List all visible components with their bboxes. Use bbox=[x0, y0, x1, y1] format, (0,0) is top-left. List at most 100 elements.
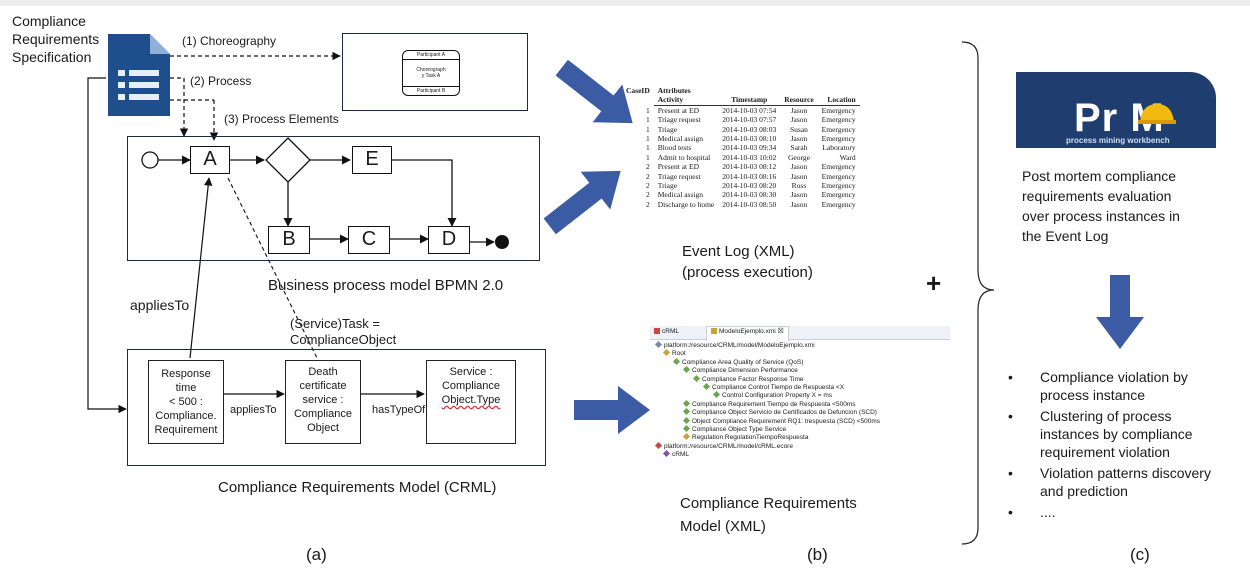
event-log-cell: Triage bbox=[657, 181, 678, 191]
xml-tree-node[interactable]: Root bbox=[650, 349, 950, 358]
hard-hat-icon bbox=[1138, 104, 1176, 124]
event-log-cell: 1 bbox=[646, 143, 650, 153]
xml-tree-node[interactable]: Compliance Factor Response Time bbox=[650, 374, 950, 384]
tree-node-label: Control Configuration Property X = ms bbox=[722, 392, 833, 400]
event-log-cell: 1 bbox=[646, 105, 650, 115]
event-log-cell: Triage request bbox=[657, 171, 701, 181]
event-log-caption: Event Log (XML) (process execution) bbox=[682, 243, 813, 281]
close-tab-icon[interactable]: ☒ bbox=[777, 328, 784, 335]
tree-node-icon bbox=[682, 408, 691, 416]
event-log-cell: Jason bbox=[790, 105, 808, 115]
crml-file-icon bbox=[654, 328, 660, 334]
location-header: Location bbox=[817, 95, 860, 106]
event-log-cell: Triage bbox=[657, 124, 678, 134]
event-log-cell: 2014-10-03 08:30 bbox=[722, 190, 777, 200]
panel-label-c: (c) bbox=[1130, 545, 1150, 564]
event-log-cell: 2014-10-03 08:10 bbox=[722, 134, 777, 144]
event-log-cell: Laboratory bbox=[822, 143, 856, 153]
event-log-cell: Sarah bbox=[790, 143, 808, 153]
event-log-cell: Discharge to home bbox=[657, 199, 715, 209]
xml-tree-node[interactable]: Regulation RegulationTiempoRespuesta bbox=[650, 433, 950, 442]
spec-title: Compliance Requirements Specification bbox=[12, 13, 100, 65]
blue-arrow-choreography-to-log bbox=[555, 59, 633, 124]
participant-a-band: Participant A bbox=[403, 51, 459, 60]
tree-node-icon bbox=[662, 349, 671, 357]
tree-node-icon bbox=[682, 416, 691, 424]
prom-logo: Pr M process mining workbench bbox=[1016, 72, 1216, 148]
tree-node-label: Object Compliance Requirement RQ1: tresp… bbox=[692, 417, 881, 425]
outcome-item: • .... bbox=[1008, 504, 1056, 520]
event-log-cell: Medical assign bbox=[657, 134, 703, 144]
tree-node-label: cRML bbox=[672, 451, 689, 459]
event-log-cell: Admit to hospital bbox=[657, 152, 711, 162]
task-c: C bbox=[348, 226, 390, 254]
xml-tree-node[interactable]: platform:/resource/CRML/model/cRML.ecore bbox=[650, 441, 950, 451]
process-arrow-label: (2) Process bbox=[190, 74, 252, 88]
task-d: D bbox=[428, 226, 470, 254]
xml-model-panel: cRML ModeloEjemplo.xmi ☒ platform:/resou… bbox=[650, 326, 950, 484]
tree-node-icon bbox=[682, 366, 691, 374]
xml-tree-node[interactable]: Compliance Area Quality of Service (QoS) bbox=[650, 357, 950, 367]
event-log-cell: 2014-10-03 07:54 bbox=[722, 105, 777, 115]
event-log-cell: Medical assign bbox=[657, 190, 703, 200]
xml-tree-node[interactable]: cRML bbox=[650, 450, 950, 459]
tree-node-label: Compliance Control Tiempo de Respuesta <… bbox=[712, 384, 845, 392]
task-a: A bbox=[190, 146, 230, 174]
applies-to-label: appliesTo bbox=[130, 297, 190, 313]
tree-node-label: platform:/resource/CRML/model/ModeloEjem… bbox=[664, 342, 815, 349]
xml-tree-node[interactable]: Compliance Control Tiempo de Respuesta <… bbox=[650, 382, 950, 392]
event-log-cell: Emergency bbox=[821, 124, 856, 134]
xml-tree-node[interactable]: Compliance Object Type Service bbox=[650, 425, 950, 434]
bpmn-end-event bbox=[495, 235, 509, 249]
event-log-cell: Susan bbox=[789, 124, 808, 134]
xml-tree-node[interactable]: Compliance Object Servicio de Certificad… bbox=[650, 408, 950, 417]
xml-tree-node[interactable]: Compliance Dimension Performance bbox=[650, 366, 950, 375]
choreography-arrow-label: (1) Choreography bbox=[182, 34, 277, 48]
plus-sign: + bbox=[926, 268, 942, 298]
compliance-object-type-box: Service :Compliance Object.Type bbox=[426, 360, 516, 444]
tree-node-icon bbox=[712, 391, 721, 399]
blue-arrow-down-prom bbox=[1096, 275, 1144, 349]
xml-model-caption: Compliance Requirements Model (XML) bbox=[680, 495, 857, 535]
event-log-cell: Jason bbox=[790, 115, 808, 125]
tree-node-icon bbox=[682, 399, 691, 407]
event-log-table: CaseID Attributes Activity Timestamp Res… bbox=[622, 86, 860, 209]
blue-arrow-crml-to-xml bbox=[574, 386, 650, 434]
tree-node-label: Compliance Requirement Tiempo de Respues… bbox=[692, 400, 856, 408]
event-log-cell: 2014-10-03 08:16 bbox=[722, 171, 777, 181]
xml-tree-node[interactable]: Compliance Requirement Tiempo de Respues… bbox=[650, 399, 950, 409]
event-log-cell: Ward bbox=[839, 152, 856, 162]
xml-tree-node[interactable]: platform:/resource/CRML/model/ModeloEjem… bbox=[650, 340, 950, 350]
tab-modeloejemplo[interactable]: ModeloEjemplo.xmi ☒ bbox=[706, 326, 789, 341]
event-log-cell: 2014-10-03 10:02 bbox=[722, 152, 777, 162]
event-log-cell: Jason bbox=[790, 190, 808, 200]
xml-tree: platform:/resource/CRML/model/ModeloEjem… bbox=[650, 340, 950, 460]
event-log-cell: 2014-10-03 08:20 bbox=[722, 181, 777, 191]
xml-tree-node[interactable]: Object Compliance Requirement RQ1: tresp… bbox=[650, 416, 950, 426]
tree-node-icon bbox=[654, 441, 663, 449]
panel-label-a: (a) bbox=[306, 545, 327, 564]
task-b: B bbox=[268, 226, 310, 254]
event-log-cell: 2014-10-03 07:57 bbox=[722, 115, 777, 125]
process-elements-arrow-label: (3) Process Elements bbox=[224, 112, 339, 126]
tab-crml[interactable]: cRML bbox=[654, 328, 679, 336]
tree-node-label: Compliance Object Servicio de Certificad… bbox=[692, 409, 877, 417]
event-log-cell: Jason bbox=[790, 134, 808, 144]
xml-tree-node[interactable]: Control Configuration Property X = ms bbox=[650, 391, 950, 400]
event-log-cell: 1 bbox=[646, 134, 650, 144]
tree-node-icon bbox=[682, 433, 691, 441]
compliance-requirement-box: Response time< 500 : Compliance.Requirem… bbox=[148, 360, 224, 444]
tree-node-icon bbox=[672, 357, 681, 365]
